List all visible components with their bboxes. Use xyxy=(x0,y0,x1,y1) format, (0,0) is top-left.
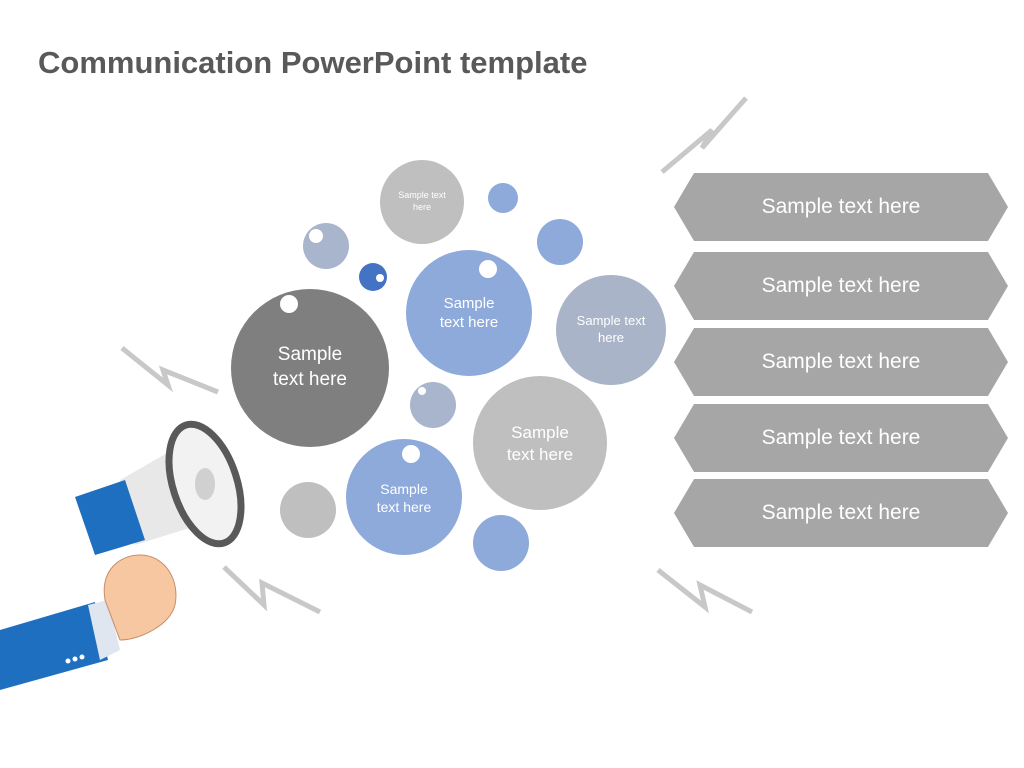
bubble xyxy=(410,382,456,428)
bubble-label: Sample text here xyxy=(506,422,574,464)
list-item: Sample text here xyxy=(674,252,1008,320)
list-item: Sample text here xyxy=(674,404,1008,472)
bubble xyxy=(280,482,336,538)
slide-title: Communication PowerPoint template xyxy=(38,45,588,80)
bubble xyxy=(406,250,532,376)
bubble xyxy=(537,219,583,265)
bubble-label: Sample text here xyxy=(576,313,646,345)
bubble xyxy=(346,439,462,555)
bubble xyxy=(303,223,349,269)
bubble xyxy=(556,275,666,385)
bubble-label: Sample text here xyxy=(273,344,347,390)
bubble-label: Sample text here xyxy=(398,190,446,212)
lightning-icon xyxy=(120,96,754,615)
bubble-cluster xyxy=(231,160,666,571)
megaphone-hand-icon xyxy=(0,420,245,690)
bubble xyxy=(359,263,387,291)
bubble xyxy=(473,376,607,510)
bubble xyxy=(488,183,518,213)
bubble xyxy=(380,160,464,244)
bubble-label: Sample text here xyxy=(376,480,432,515)
list-item: Sample text here xyxy=(674,328,1008,396)
bubble xyxy=(473,515,529,571)
list-item: Sample text here xyxy=(674,479,1008,547)
list-item: Sample text here xyxy=(674,173,1008,241)
bubble-label: Sample text here xyxy=(439,294,499,332)
bubble xyxy=(231,289,389,447)
